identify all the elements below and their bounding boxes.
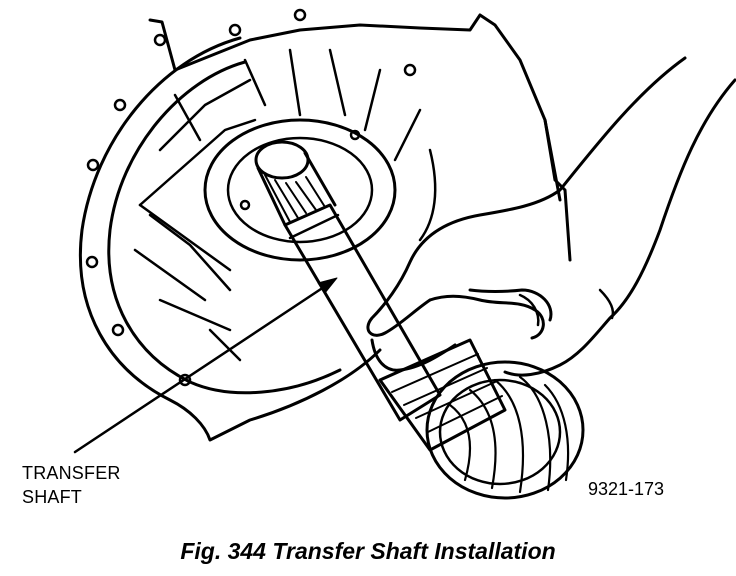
shaft-shoulder: [288, 213, 340, 240]
callout-leader-line: [73, 281, 332, 454]
bearing-bore: [203, 118, 397, 262]
flange-bolt-holes: [85, 8, 417, 387]
bell-housing-inner-rim: [107, 60, 342, 395]
bell-housing-outer: [78, 36, 382, 442]
bearing-bore-inner: [226, 136, 374, 244]
helical-gear: [425, 360, 585, 500]
bearing-cone: [378, 338, 507, 452]
case-right-flange: [543, 118, 572, 262]
callout-arrowhead: [317, 277, 338, 294]
technician-hand: [366, 56, 736, 377]
figure-caption: Fig. 344 Transfer Shaft Installation: [180, 538, 556, 564]
housing-ribs: [133, 48, 437, 362]
figure-reference-number: 9321-173: [588, 479, 665, 499]
callout-label-transfer: TRANSFER: [22, 463, 121, 483]
shaft-spline-end: [254, 140, 337, 227]
case-upper-housing: [148, 13, 562, 202]
transfer-shaft-illustration: [73, 8, 736, 500]
callout-label-shaft: SHAFT: [22, 487, 83, 507]
transfer-shaft-body: [283, 203, 442, 422]
